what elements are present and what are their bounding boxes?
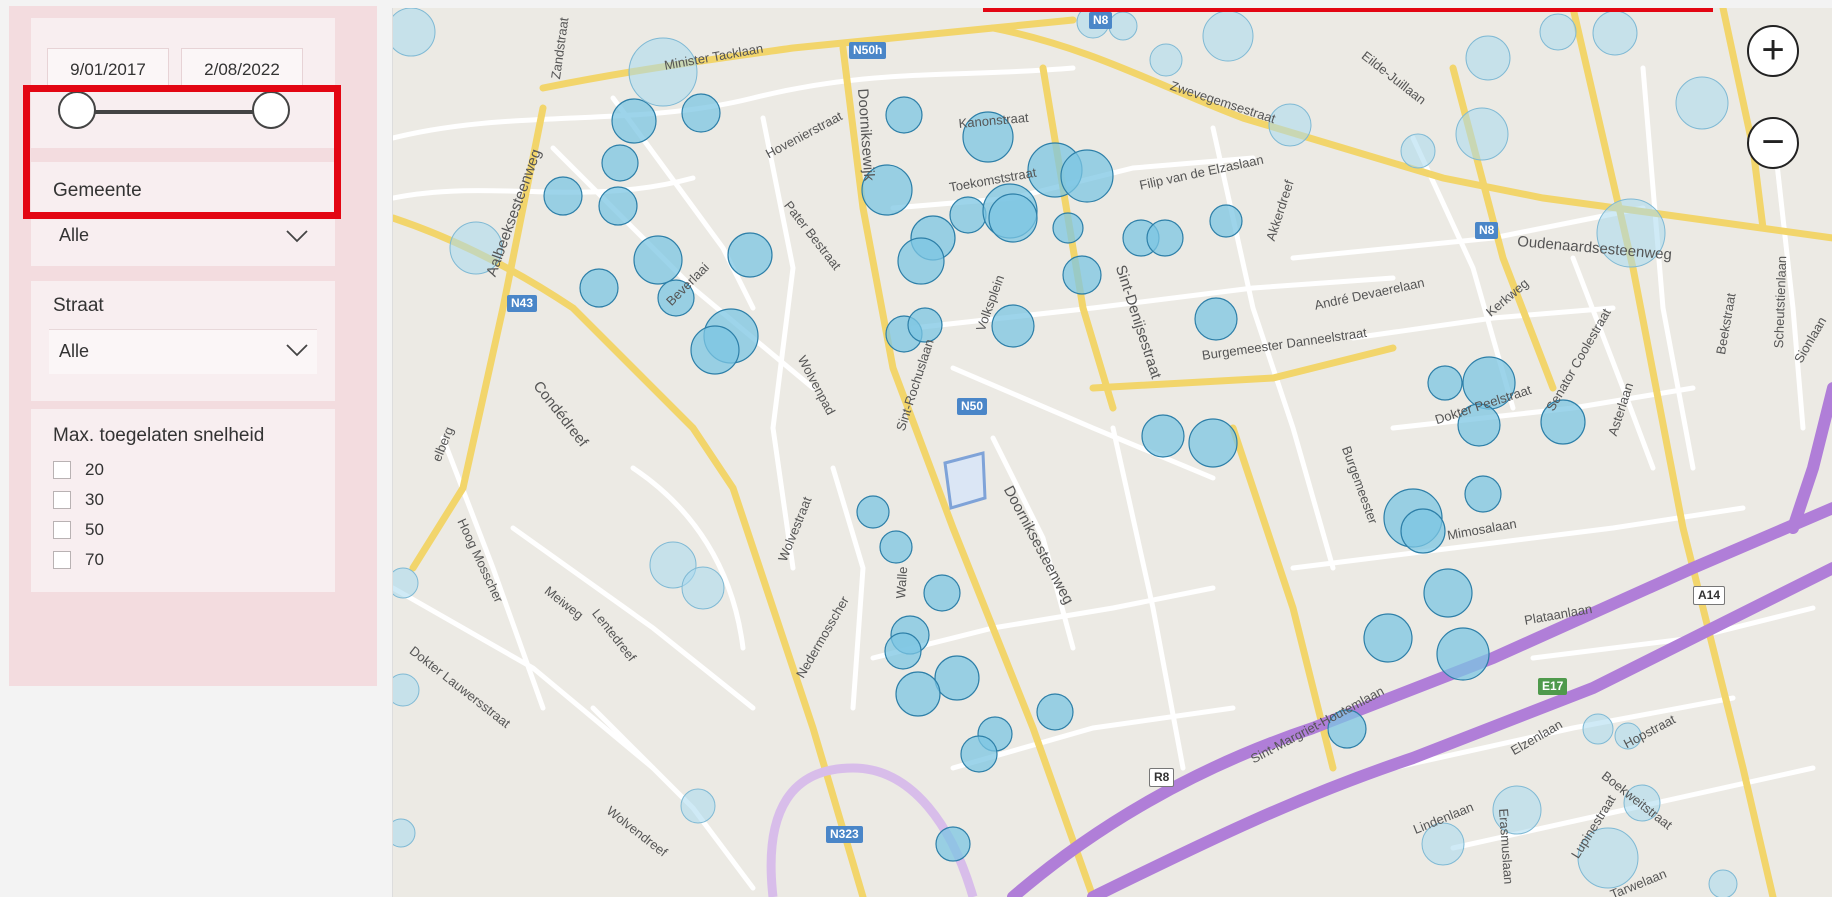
date-slider-start-handle[interactable] [58, 91, 96, 129]
chevron-down-icon [286, 230, 308, 243]
gemeente-dropdown[interactable]: Alle [49, 216, 317, 257]
end-date-input[interactable]: 2/08/2022 [181, 48, 303, 92]
map-base [393, 8, 1832, 897]
zoom-in-button[interactable]: + [1747, 25, 1799, 77]
checkbox[interactable] [53, 491, 71, 509]
road-shield: N50 [957, 398, 988, 415]
checkbox[interactable] [53, 461, 71, 479]
road-shield: N50h [849, 42, 887, 59]
date-slider-track[interactable] [77, 110, 273, 114]
start-date-input[interactable]: 9/01/2017 [47, 48, 169, 92]
minus-icon: − [1761, 120, 1785, 164]
plus-icon: + [1761, 28, 1785, 72]
date-slider-end-handle[interactable] [252, 91, 290, 129]
top-highlight-bar [983, 8, 1713, 12]
speed-option-label: 50 [85, 520, 104, 539]
speed-option-label: 70 [85, 550, 104, 569]
road-shield: A14 [1693, 586, 1726, 605]
road-shield: N323 [826, 826, 863, 843]
road-shield: N8 [1475, 222, 1499, 239]
filter-pane: 9/01/2017 2/08/2022 Gemeente Alle Straat… [9, 6, 377, 686]
max-speed-title: Max. toegelaten snelheid [53, 425, 265, 446]
map-visual[interactable]: Minister Tacklaan Zandstraat Zwevegemses… [392, 8, 1832, 897]
straat-card: Straat Alle [31, 281, 335, 401]
speed-option-label: 20 [85, 460, 104, 479]
checkbox[interactable] [53, 551, 71, 569]
gemeente-card: Gemeente Alle [31, 162, 335, 266]
road-shield: N8 [1089, 12, 1113, 29]
straat-selected: Alle [59, 341, 90, 361]
straat-title: Straat [53, 295, 104, 316]
speed-option-label: 30 [85, 490, 104, 509]
gemeente-selected: Alle [59, 225, 90, 245]
date-slicer-card: 9/01/2017 2/08/2022 [31, 18, 335, 148]
straat-dropdown[interactable]: Alle [49, 329, 317, 374]
max-speed-card: Max. toegelaten snelheid 20 30 50 70 [31, 409, 335, 592]
gemeente-title: Gemeente [53, 180, 142, 201]
road-shield: R8 [1149, 768, 1175, 787]
zoom-out-button[interactable]: − [1747, 117, 1799, 169]
chevron-down-icon [286, 344, 308, 357]
checkbox[interactable] [53, 521, 71, 539]
road-shield: N43 [507, 295, 538, 312]
road-shield: E17 [1538, 678, 1568, 695]
street-label: Walle [893, 566, 911, 600]
